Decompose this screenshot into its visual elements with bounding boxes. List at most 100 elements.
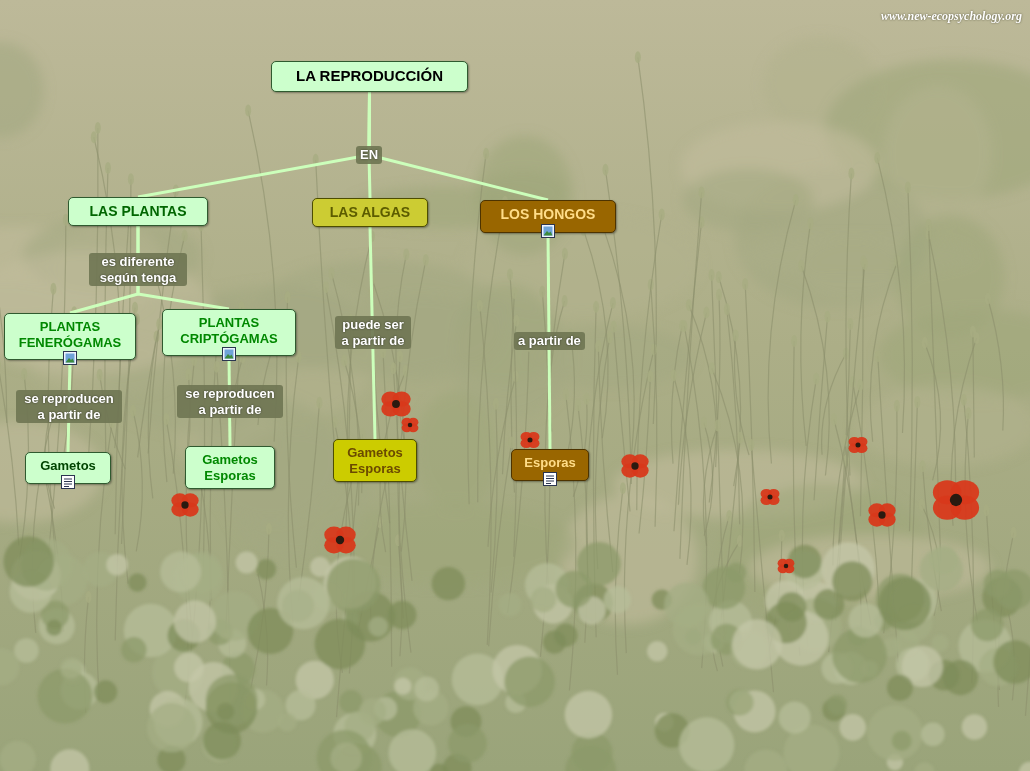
poppy-bud bbox=[584, 393, 590, 405]
concept-text: LAS ALGAS bbox=[319, 204, 421, 221]
grass-stem bbox=[846, 167, 854, 475]
poppy-bud bbox=[511, 287, 517, 299]
poppy-bud bbox=[562, 248, 568, 260]
poppy-bud bbox=[848, 167, 854, 179]
poppy-bud bbox=[635, 51, 641, 63]
plant-tuft bbox=[147, 703, 196, 752]
poppy-bud bbox=[824, 311, 830, 323]
grass-stem bbox=[985, 293, 1004, 431]
poppy-bud bbox=[831, 414, 837, 426]
poppy bbox=[521, 432, 540, 448]
field-blur bbox=[683, 169, 814, 233]
grass-stem bbox=[491, 398, 499, 593]
poppy bbox=[381, 391, 410, 416]
poppy bbox=[778, 559, 795, 573]
plant-tuft bbox=[647, 641, 668, 662]
poppy-bud bbox=[894, 400, 900, 412]
poppy-bud bbox=[985, 293, 991, 305]
stem-line bbox=[148, 324, 159, 498]
poppy-petal bbox=[768, 495, 780, 505]
stem-line bbox=[801, 223, 811, 445]
stem-line bbox=[0, 191, 7, 423]
poppy-bud bbox=[329, 267, 335, 279]
plant-tuft bbox=[914, 762, 934, 771]
grass-stem bbox=[814, 311, 830, 500]
watermark-text: www.new-ecopsychology.org bbox=[881, 9, 1022, 24]
poppy-bud bbox=[0, 359, 1, 371]
poppy-bud bbox=[185, 368, 191, 380]
poppy-bud bbox=[91, 131, 97, 143]
concept-box: Esporas bbox=[511, 449, 589, 481]
poppy-center bbox=[336, 536, 344, 544]
concept-text: Gametos bbox=[32, 458, 104, 474]
plant-tuft bbox=[160, 551, 201, 592]
poppy-bud bbox=[793, 194, 799, 206]
poppy bbox=[171, 493, 198, 516]
poppy-bud bbox=[919, 499, 925, 511]
plant-tuft bbox=[0, 741, 36, 771]
grass-stem bbox=[130, 405, 142, 552]
plant-tuft bbox=[339, 690, 363, 714]
concept-box: PLANTAS FENERÓGAMAS bbox=[4, 313, 136, 360]
poppy bbox=[849, 437, 868, 453]
poppy-bud bbox=[130, 405, 136, 417]
concept-text: LAS PLANTAS bbox=[75, 203, 201, 220]
plant-tuft bbox=[310, 557, 330, 577]
stem-line bbox=[584, 230, 608, 438]
poppy-bud bbox=[1011, 527, 1017, 539]
poppy-bud bbox=[671, 369, 677, 381]
stem-line bbox=[814, 317, 827, 500]
poppy-center bbox=[878, 511, 885, 518]
poppy-bud bbox=[659, 208, 665, 220]
field-blur bbox=[415, 392, 498, 510]
poppy-bud bbox=[602, 164, 608, 176]
poppy-bud bbox=[961, 394, 967, 406]
poppy-bud bbox=[95, 122, 101, 134]
stem-line bbox=[598, 346, 613, 572]
link-label: se reproducen a partir de bbox=[177, 385, 283, 418]
stem-line bbox=[822, 354, 846, 455]
poppy-bud bbox=[798, 260, 804, 272]
concept-text: LOS HONGOS bbox=[487, 206, 609, 223]
poppy-bud bbox=[733, 329, 739, 341]
plant-tuft bbox=[0, 648, 19, 685]
plant-tuft bbox=[278, 713, 297, 732]
concept-box: PLANTAS CRIPTÓGAMAS bbox=[162, 309, 296, 356]
plant-tuft bbox=[779, 702, 811, 734]
poppy-bud bbox=[86, 591, 92, 603]
concept-box: Gametos Esporas bbox=[185, 446, 275, 489]
plant-tuft bbox=[359, 698, 386, 725]
poppy-bud bbox=[390, 362, 396, 374]
poppy-bud bbox=[21, 368, 27, 380]
stem-line bbox=[768, 200, 796, 463]
plant-tuft bbox=[543, 631, 566, 654]
link-label: puede ser a partir de bbox=[335, 316, 411, 349]
plant-tuft bbox=[174, 601, 216, 643]
plant-tuft bbox=[236, 551, 258, 573]
poppy-bud bbox=[651, 343, 657, 355]
grass-stem bbox=[507, 268, 517, 556]
poppy-bud bbox=[477, 300, 483, 312]
grass-stem bbox=[768, 194, 799, 463]
poppy-bud bbox=[493, 398, 499, 410]
grass-stem bbox=[733, 329, 749, 455]
poppy-bud bbox=[341, 354, 347, 366]
concept-text: LA REPRODUCCIÓN bbox=[278, 67, 461, 85]
field-blur bbox=[0, 42, 44, 138]
plant-tuft bbox=[121, 637, 146, 662]
poppy-bud bbox=[965, 407, 971, 419]
grass-stem bbox=[639, 370, 653, 533]
poppy-bud bbox=[182, 230, 188, 242]
plant-tuft bbox=[331, 742, 362, 771]
plant-tuft bbox=[887, 675, 913, 701]
plant-tuft bbox=[388, 601, 416, 629]
plant-tuft bbox=[174, 653, 204, 683]
stem-line bbox=[586, 303, 613, 578]
poppy-bud bbox=[514, 315, 520, 327]
plant-tuft bbox=[14, 638, 39, 663]
grass-stem bbox=[399, 254, 429, 618]
stem-line bbox=[671, 326, 682, 464]
plant-tuft bbox=[971, 609, 1004, 642]
